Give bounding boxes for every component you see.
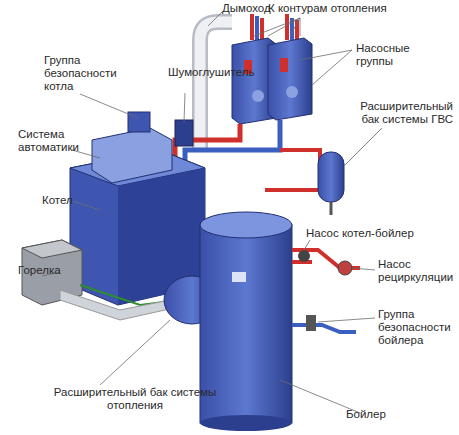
part-label: Группа безопасности котла [44, 54, 124, 93]
part-label: К контурам отопления [268, 2, 418, 15]
part-label: Насос котел-бойлер [306, 227, 456, 240]
part-label: Насосные группы [356, 42, 446, 68]
part-label: Бойлер [346, 408, 406, 421]
part-label: Горелка [18, 264, 78, 277]
part-label: Расширительный бак системы ГВС [348, 100, 453, 126]
part-label: Шумоглушитель [168, 66, 258, 79]
part-label: Котел [42, 194, 92, 207]
part-label: Группа безопасности бойлера [378, 308, 458, 347]
part-label: Насос рециркуляции [378, 258, 448, 284]
part-label: Система автоматики [18, 128, 98, 154]
part-label: Расширительный бак системы отопления [40, 386, 230, 412]
